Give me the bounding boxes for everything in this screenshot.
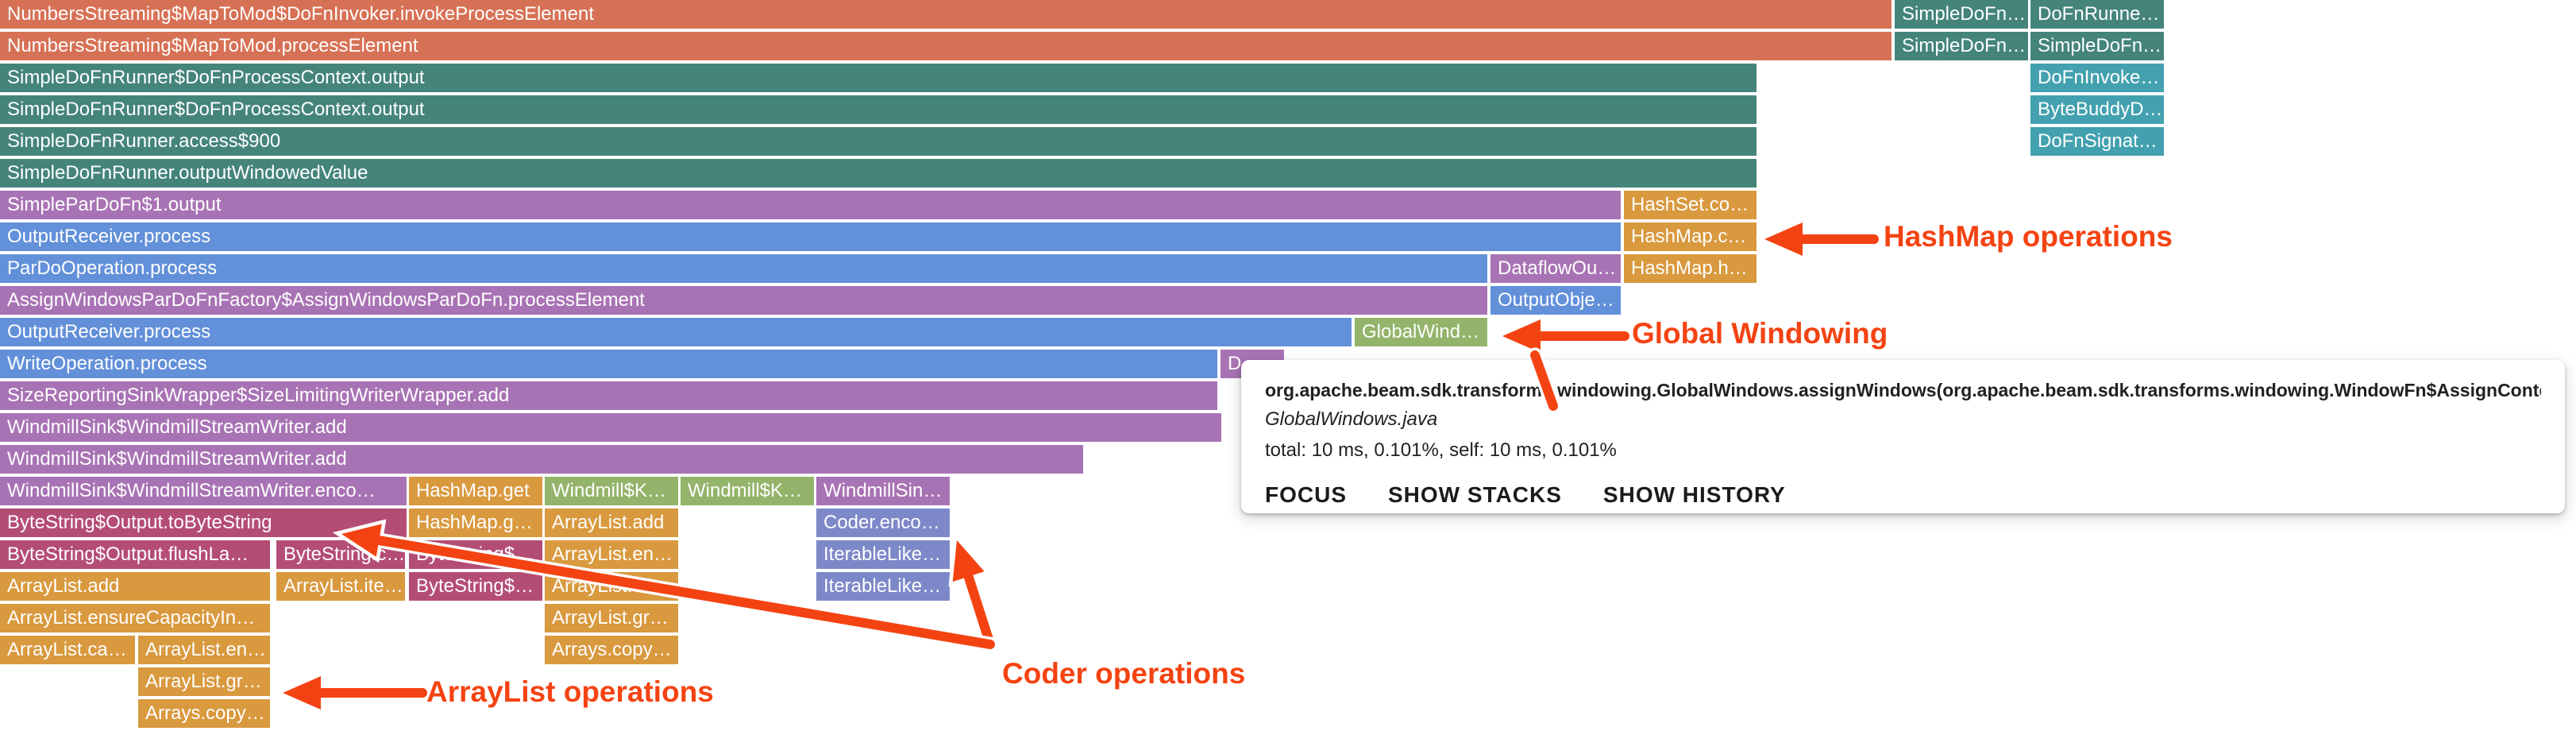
flame-box[interactable]: Windmill$K…	[545, 477, 678, 505]
flame-box[interactable]: WindmillSink$WindmillStreamWriter.add	[0, 445, 1083, 474]
flame-box[interactable]: HashMap.h…	[1624, 254, 1757, 283]
flame-box[interactable]: SimpleDoFn…	[1895, 32, 2028, 60]
flame-box[interactable]: ArrayList.add	[0, 572, 270, 601]
flame-box[interactable]: OutputObje…	[1490, 286, 1621, 315]
flame-box[interactable]: ArrayList.gr…	[545, 604, 678, 632]
flame-box[interactable]: NumbersStreaming$MapToMod.processElement	[0, 32, 1892, 60]
flame-box[interactable]: OutputReceiver.process	[0, 222, 1621, 251]
flame-box[interactable]: ByteString$…	[409, 540, 542, 569]
tooltip-stats: total: 10 ms, 0.101%, self: 10 ms, 0.101…	[1265, 439, 1617, 461]
annotation-hashmap-operations: HashMap operations	[1884, 220, 2173, 253]
focus-button[interactable]: FOCUS	[1265, 482, 1347, 507]
flame-box[interactable]: GlobalWind…	[1355, 318, 1487, 346]
flame-box[interactable]: ByteString$…	[409, 572, 542, 601]
flame-box[interactable]: ArrayList.en…	[545, 572, 678, 601]
tooltip-signature: org.apache.beam.sdk.transforms.windowing…	[1265, 380, 2541, 400]
flame-box[interactable]: OutputReceiver.process	[0, 318, 1352, 346]
flame-box[interactable]: Coder.enco…	[816, 509, 950, 537]
show-stacks-button[interactable]: SHOW STACKS	[1388, 482, 1562, 507]
flame-box[interactable]: ArrayList.ensureCapacityIn…	[0, 604, 270, 632]
flame-box[interactable]: Windmill$K…	[681, 477, 814, 505]
flame-box[interactable]: HashMap.c…	[1624, 222, 1757, 251]
flame-box[interactable]: WindmillSin…	[816, 477, 950, 505]
flame-box[interactable]: SimpleDoFnRunner$DoFnProcessContext.outp…	[0, 64, 1757, 92]
flame-box[interactable]: WriteOperation.process	[0, 350, 1217, 378]
flame-box[interactable]: ByteString$Output.toByteString	[0, 509, 407, 537]
flame-box[interactable]: SimpleDoFn…	[1895, 0, 2028, 29]
flame-box[interactable]: DoFnSignat…	[2030, 127, 2164, 156]
annotation-coder-operations: Coder operations	[1002, 657, 1246, 690]
flame-box[interactable]: DoFnRunne…	[2030, 0, 2164, 29]
annotation-arraylist-operations: ArrayList operations	[426, 675, 714, 708]
flame-box[interactable]: AssignWindowsParDoFnFactory$AssignWindow…	[0, 286, 1487, 315]
flame-box[interactable]: IterableLike…	[816, 540, 950, 569]
annotation-global-windowing: Global Windowing	[1632, 317, 1888, 350]
flame-box[interactable]: SimpleDoFn…	[2030, 32, 2164, 60]
flame-box[interactable]: Arrays.copy…	[545, 636, 678, 664]
flame-box[interactable]: ArrayList.ite…	[276, 572, 405, 601]
flame-box[interactable]: HashMap.g…	[409, 509, 542, 537]
flame-box[interactable]: ByteString.c…	[276, 540, 405, 569]
flame-box[interactable]: ParDoOperation.process	[0, 254, 1487, 283]
flame-box[interactable]: DataflowOu…	[1490, 254, 1621, 283]
flame-box[interactable]: ByteString$Output.flushLa…	[0, 540, 270, 569]
flame-box[interactable]: HashMap.get	[409, 477, 542, 505]
flame-box[interactable]: SimpleDoFnRunner.outputWindowedValue	[0, 159, 1757, 188]
flame-box[interactable]: Arrays.copy…	[138, 699, 270, 728]
flame-box[interactable]: WindmillSink$WindmillStreamWriter.enco…	[0, 477, 407, 505]
flame-box[interactable]: HashSet.co…	[1624, 191, 1757, 219]
show-history-button[interactable]: SHOW HISTORY	[1602, 482, 1786, 507]
tooltip-buttons: FOCUS SHOW STACKS SHOW HISTORY	[1265, 482, 2541, 508]
flame-box[interactable]: SimpleDoFnRunner.access$900	[0, 127, 1757, 156]
flame-box[interactable]: ArrayList.ca…	[0, 636, 135, 664]
flame-box[interactable]: IterableLike…	[816, 572, 950, 601]
flame-box[interactable]: WindmillSink$WindmillStreamWriter.add	[0, 413, 1221, 442]
flame-box[interactable]: ArrayList.en…	[545, 540, 678, 569]
flame-box[interactable]: ByteBuddyD…	[2030, 95, 2164, 124]
tooltip-file: GlobalWindows.java	[1265, 408, 1438, 430]
flame-box[interactable]: SizeReportingSinkWrapper$SizeLimitingWri…	[0, 381, 1217, 410]
flame-box[interactable]: DoFnInvoke…	[2030, 64, 2164, 92]
flame-box[interactable]: ArrayList.gr…	[138, 667, 270, 696]
flame-box[interactable]: ArrayList.add	[545, 509, 678, 537]
flame-box[interactable]: SimpleDoFnRunner$DoFnProcessContext.outp…	[0, 95, 1757, 124]
flame-box[interactable]: NumbersStreaming$MapToMod$DoFnInvoker.in…	[0, 0, 1892, 29]
flame-box[interactable]: ArrayList.en…	[138, 636, 270, 664]
flame-box[interactable]: SimpleParDoFn$1.output	[0, 191, 1621, 219]
tooltip: org.apache.beam.sdk.transforms.windowing…	[1241, 360, 2565, 513]
